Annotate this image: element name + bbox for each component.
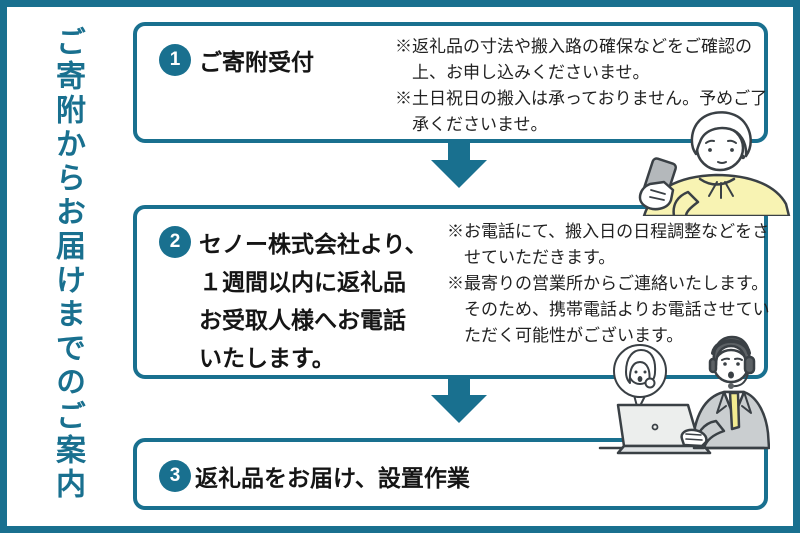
note-line: ※お電話にて、搬入日の日程調整などをさせていただきます。: [447, 222, 770, 267]
note-line: ※土日祝日の搬入は承っておりません。予めご了承くださいませ。: [395, 89, 768, 134]
step-2-title: セノー株式会社より、 １週間以内に返礼品 お受取人様へお電話 いたします。: [199, 231, 428, 371]
caller-speech-bubble-icon: [613, 344, 667, 411]
woman-with-smartphone-icon: [638, 111, 791, 216]
down-arrow-icon: [431, 141, 487, 188]
step-1-title: ご寄附受付: [199, 49, 314, 75]
step-3-number-badge: 3: [159, 460, 191, 492]
step-1-notes: ※返礼品の寸法や搬入路の確保などをご確認の上、お申し込みくださいませ。 ※土日祝…: [395, 34, 775, 138]
step-2-number-badge: 2: [159, 226, 191, 258]
note-line: ※最寄りの営業所からご連絡いたします。そのため、携帯電話よりお電話させていただく…: [447, 274, 770, 345]
vertical-page-title: ご寄附からお届けまでのご案内: [51, 26, 84, 502]
step-2-notes: ※お電話にて、搬入日の日程調整などをさせていただきます。 ※最寄りの営業所からご…: [447, 219, 775, 349]
step-1-number-badge: 1: [159, 44, 191, 76]
step-3-title: 返礼品をお届け、設置作業: [195, 465, 470, 491]
step-box-1: 1 ご寄附受付 ※返礼品の寸法や搬入路の確保などをご確認の上、お申し込みください…: [133, 22, 768, 143]
step-box-2: 2 セノー株式会社より、 １週間以内に返礼品 お受取人様へお電話 いたします。 …: [133, 205, 770, 379]
down-arrow-icon: [431, 376, 487, 423]
support-agent-laptop-icon: [598, 335, 770, 455]
note-line: ※返礼品の寸法や搬入路の確保などをご確認の上、お申し込みくださいませ。: [395, 37, 752, 82]
